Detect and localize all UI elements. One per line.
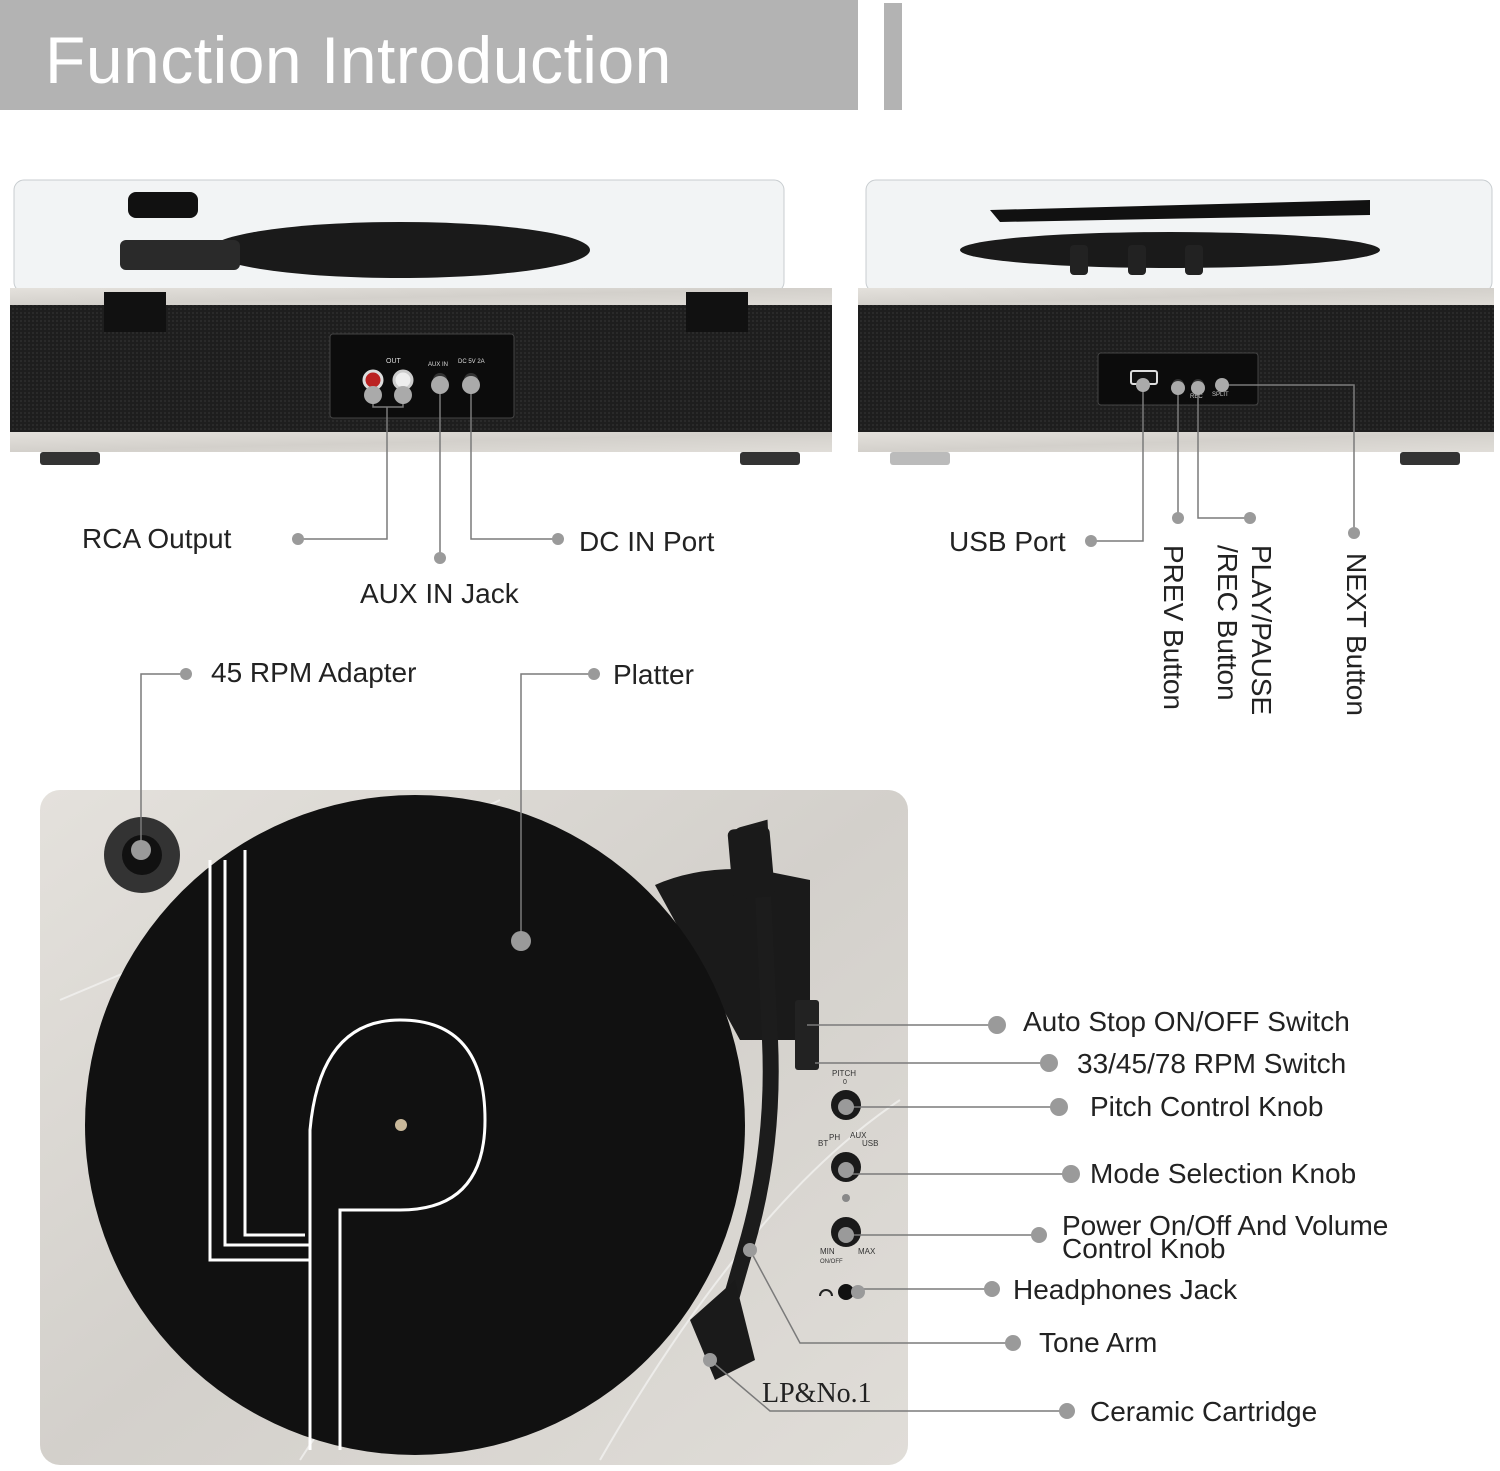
record <box>960 232 1380 268</box>
callout-aux-in-jack: AUX IN Jack <box>360 578 519 609</box>
leader-cartridge <box>709 1359 1067 1412</box>
leader-platter <box>520 673 594 941</box>
callout-auto-stop-switch: Auto Stop ON/OFF Switch <box>1023 1006 1350 1037</box>
callout-mode-knob: Mode Selection Knob <box>1090 1158 1357 1189</box>
callout-rca-output: RCA Output <box>82 523 232 554</box>
rec-label: REC <box>1190 394 1203 400</box>
pitch-label: PITCH <box>832 1069 856 1078</box>
record <box>210 222 590 278</box>
callout-dc-in-port: DC IN Port <box>579 526 715 557</box>
callout-power-line2: Control Knob <box>1062 1233 1226 1264</box>
callout-rpm-switch: 33/45/78 RPM Switch <box>1077 1048 1347 1079</box>
ph-label: PH <box>829 1133 840 1142</box>
lp-logo-mat <box>308 1018 487 1450</box>
callout-next-button: NEXT Button <box>1340 553 1372 716</box>
out-label: OUT <box>386 358 402 365</box>
leader-adapter <box>140 673 186 850</box>
auto-stop-switch <box>795 1000 819 1070</box>
leader-usb <box>1091 385 1144 542</box>
pitch-zero-label: 0 <box>843 1079 847 1086</box>
brand-logo: LP&No.1 <box>762 1378 872 1409</box>
callout-45-rpm-adapter: 45 RPM Adapter <box>211 657 417 688</box>
top-view-turntable <box>40 790 908 1465</box>
usb-label: USB <box>862 1139 878 1148</box>
split-label: SPLIT <box>1212 392 1229 398</box>
callout-ceramic-cartridge: Ceramic Cartridge <box>1090 1396 1318 1427</box>
leader-play-pause <box>1197 388 1250 519</box>
leader-lines <box>140 384 1355 1412</box>
hinge <box>104 292 166 332</box>
front-view-turntable <box>858 179 1494 465</box>
tone-arm <box>714 819 779 1338</box>
header-banner <box>0 0 858 110</box>
leader-dc-in <box>470 385 558 540</box>
callout-dots <box>131 376 1360 1419</box>
hinge <box>686 292 748 332</box>
callout-power-line1: Power On/Off And Volume <box>1062 1210 1389 1241</box>
callout-platter: Platter <box>613 659 694 690</box>
callout-tone-arm: Tone Arm <box>1039 1327 1158 1358</box>
aux-in-label: AUX IN <box>428 362 448 368</box>
leader-tone-arm <box>749 1249 1013 1344</box>
aux-label: AUX <box>850 1131 867 1140</box>
callout-headphones-jack: Headphones Jack <box>1013 1274 1238 1305</box>
callout-play-pause-line1: PLAY/PAUSE <box>1245 545 1277 716</box>
callout-play-pause-line2: /REC Button <box>1211 545 1243 701</box>
on-off-label: ON/OFF <box>820 1259 843 1265</box>
leader-next <box>1222 384 1355 533</box>
rear-port-panel <box>329 333 515 419</box>
max-label: MAX <box>858 1247 876 1256</box>
callout-usb-port: USB Port <box>949 526 1066 557</box>
headphones-jack <box>838 1284 854 1300</box>
bt-label: BT <box>818 1139 828 1148</box>
spindle <box>395 1119 407 1131</box>
callout-prev-button: PREV Button <box>1157 545 1189 710</box>
platter <box>85 795 745 1455</box>
header-accent-bar <box>884 3 902 110</box>
min-label: MIN <box>820 1247 835 1256</box>
back-view-turntable <box>10 179 832 465</box>
callout-pitch-knob: Pitch Control Knob <box>1090 1091 1324 1122</box>
tonearm <box>990 200 1370 222</box>
headphones-icon <box>819 1289 833 1297</box>
tonearm <box>128 192 198 218</box>
dc-label: DC 5V 2A <box>458 359 485 365</box>
page-title: Function Introduction <box>45 23 672 97</box>
